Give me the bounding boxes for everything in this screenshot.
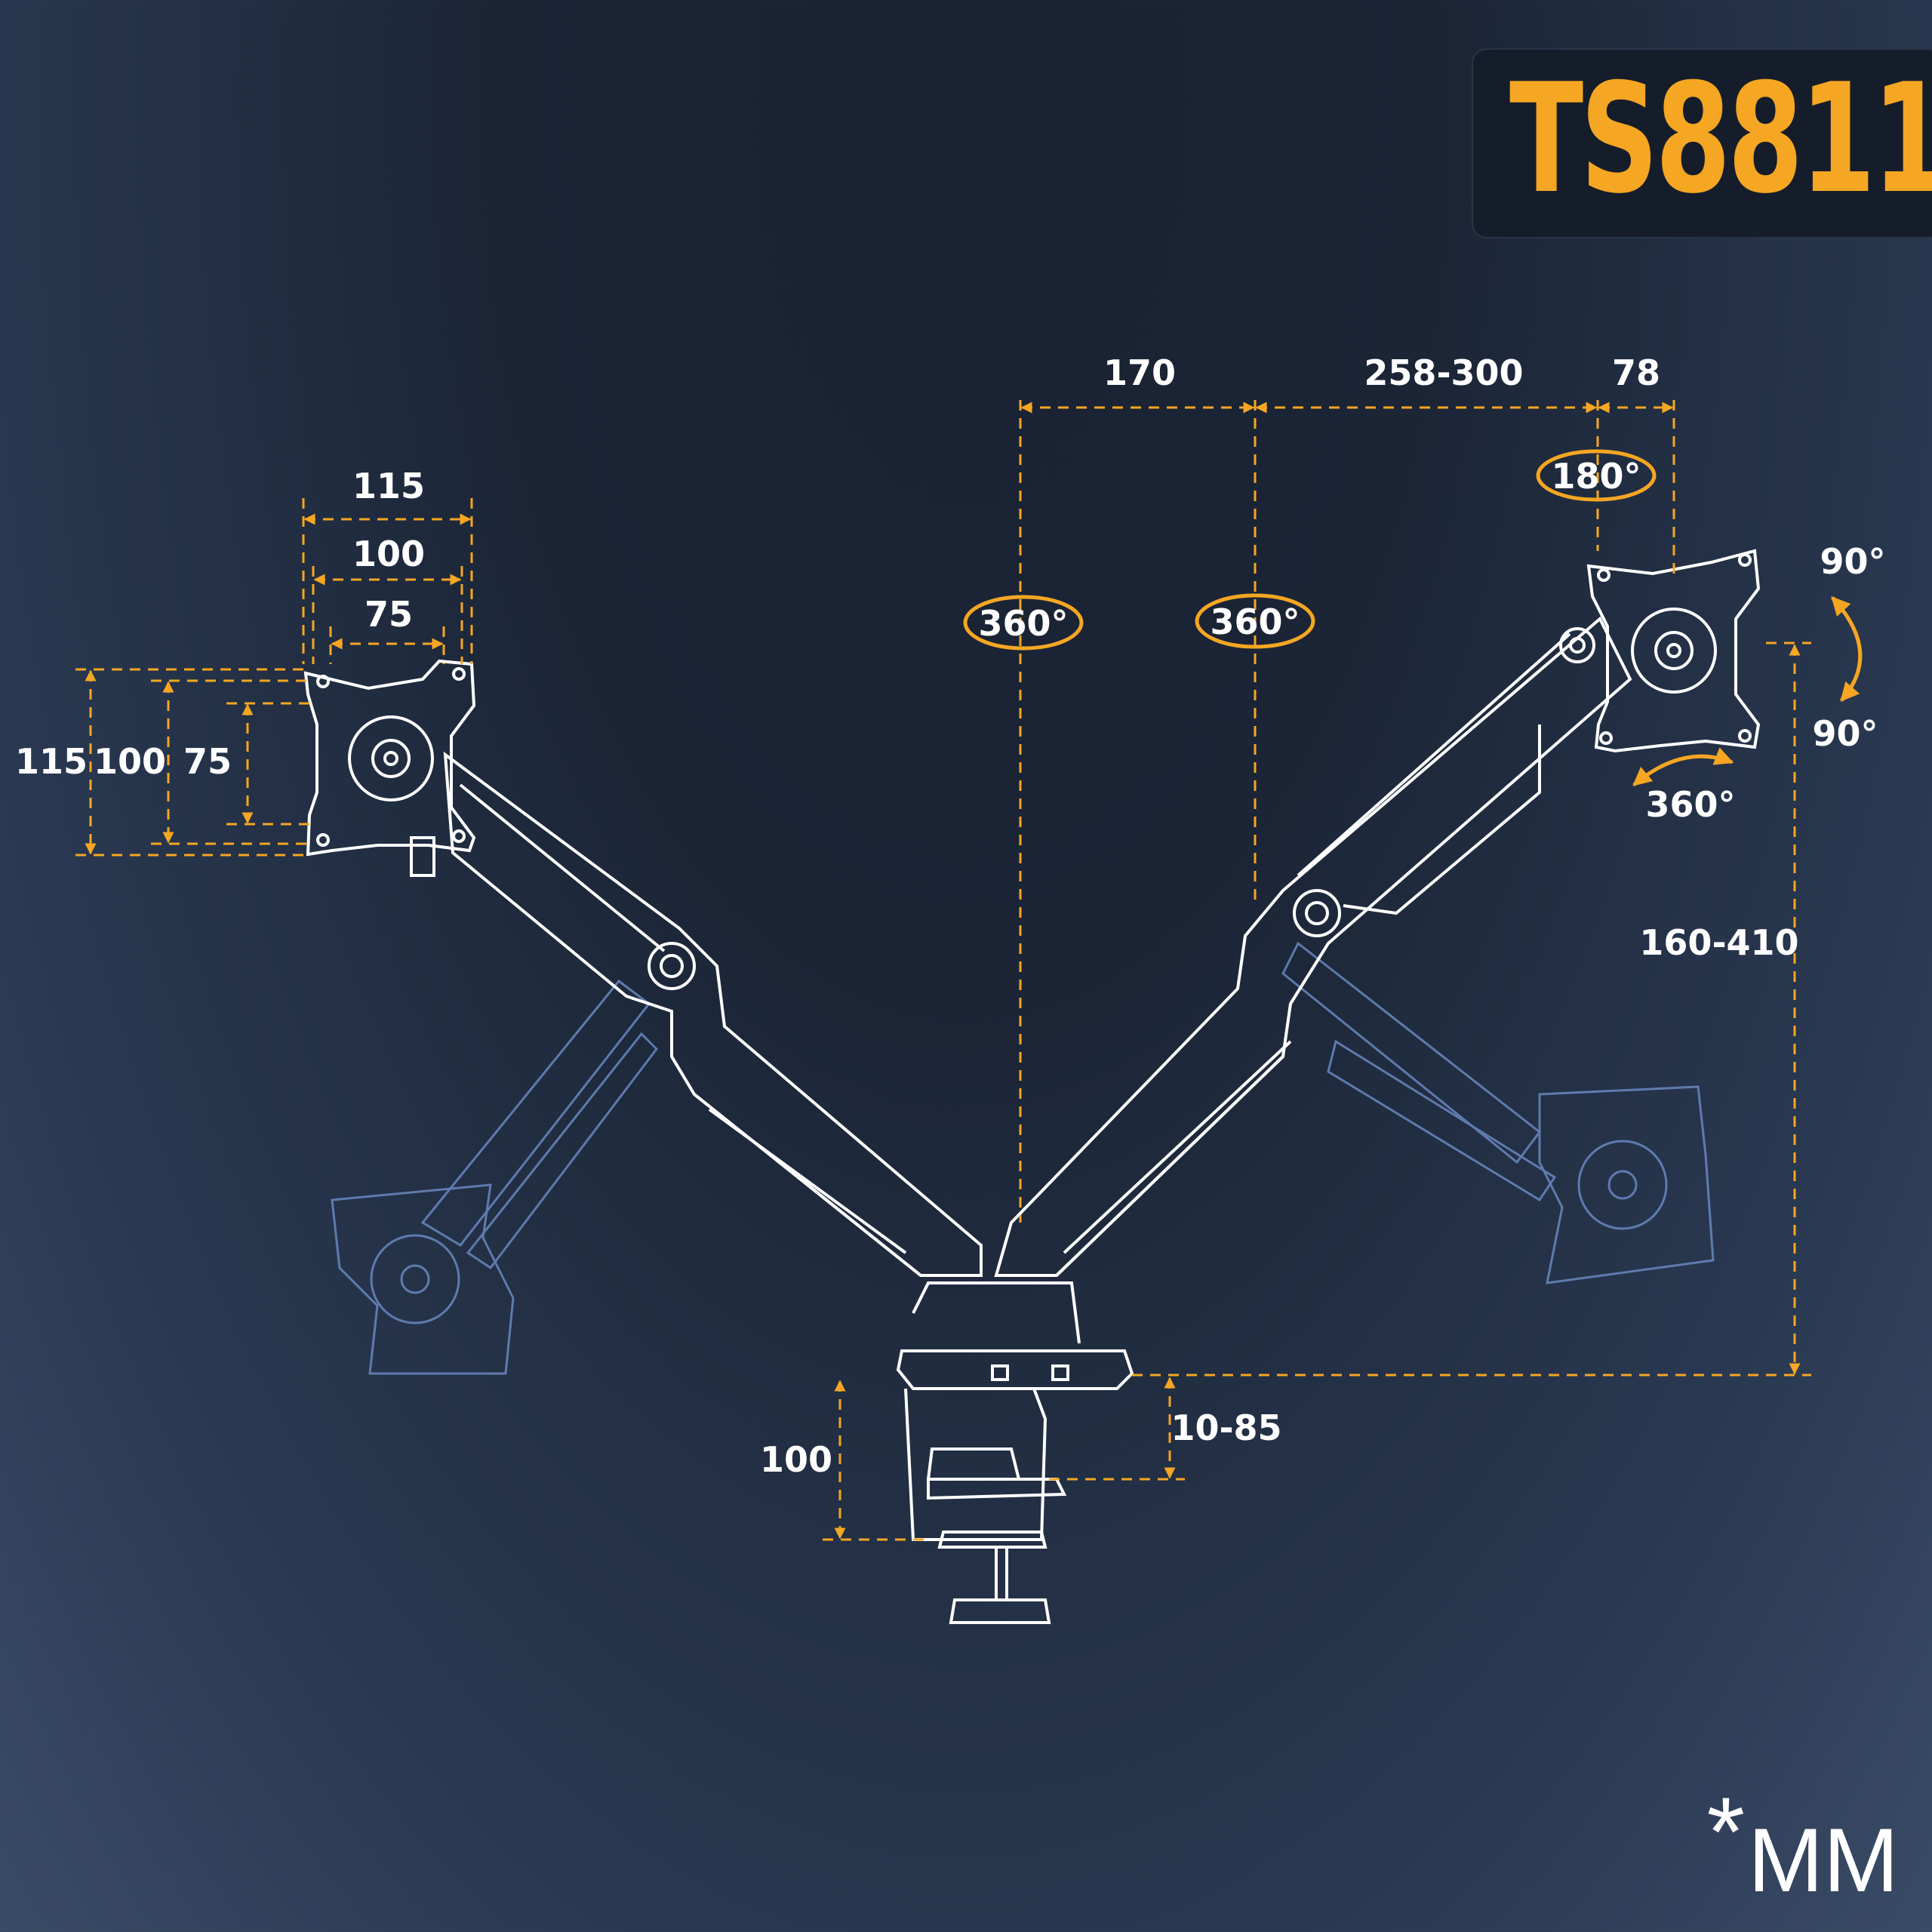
label-clamp-opening: 10-85 [1171,1407,1281,1448]
dimension-lines [75,400,1811,1541]
unit-asterisk: * [1706,1777,1746,1887]
vesa-plate-right [1586,549,1761,753]
label-base-left-rotation: 360° [978,603,1068,644]
label-tilt-down: 90° [1812,713,1878,754]
label-base-right-rotation: 360° [1210,601,1300,642]
rotation-ellipse-base-right [1195,593,1315,649]
vesa-plate-left [303,659,476,857]
tilt-arc [1831,596,1863,702]
desk-clamp [896,1281,1134,1624]
rotation-ellipse-base-left [963,595,1084,651]
label-tilt-up: 90° [1820,541,1885,582]
dimension-labels: 115 100 75 115 100 75 170 258-300 78 160… [15,352,1799,1480]
unit-label: MM [1748,1810,1899,1911]
label-height-range: 160-410 [1639,922,1798,963]
unit-note: *MM [1706,1783,1899,1911]
label-vesa-height-mid: 100 [94,741,166,782]
label-vesa-width-mid: 100 [352,534,425,574]
label-head-swivel: 180° [1551,456,1641,497]
label-vesa-height-outer: 115 [15,741,88,782]
ghost-arm-right [1281,941,1715,1284]
left-monitor-arm [410,751,983,1277]
label-plate-depth: 78 [1612,352,1660,393]
plate-rotate-arc [1632,747,1734,786]
model-badge [1472,48,1932,238]
label-vesa-width-inner: 75 [365,594,413,635]
right-monitor-arm [994,616,1632,1277]
ghost-arm-left [331,979,658,1375]
label-pole-offset: 170 [1103,352,1176,393]
rotation-indicators [963,449,1863,786]
rotation-ellipse-head [1536,449,1657,502]
label-plate-rotate: 360° [1645,784,1735,825]
label-vesa-width-outer: 115 [352,466,425,506]
rotation-labels: 360° 360° 180° 90° 90° 360° [978,456,1885,825]
label-clamp-height: 100 [760,1439,832,1480]
label-arm-extension: 258-300 [1364,352,1523,393]
label-vesa-height-inner: 75 [183,741,232,782]
